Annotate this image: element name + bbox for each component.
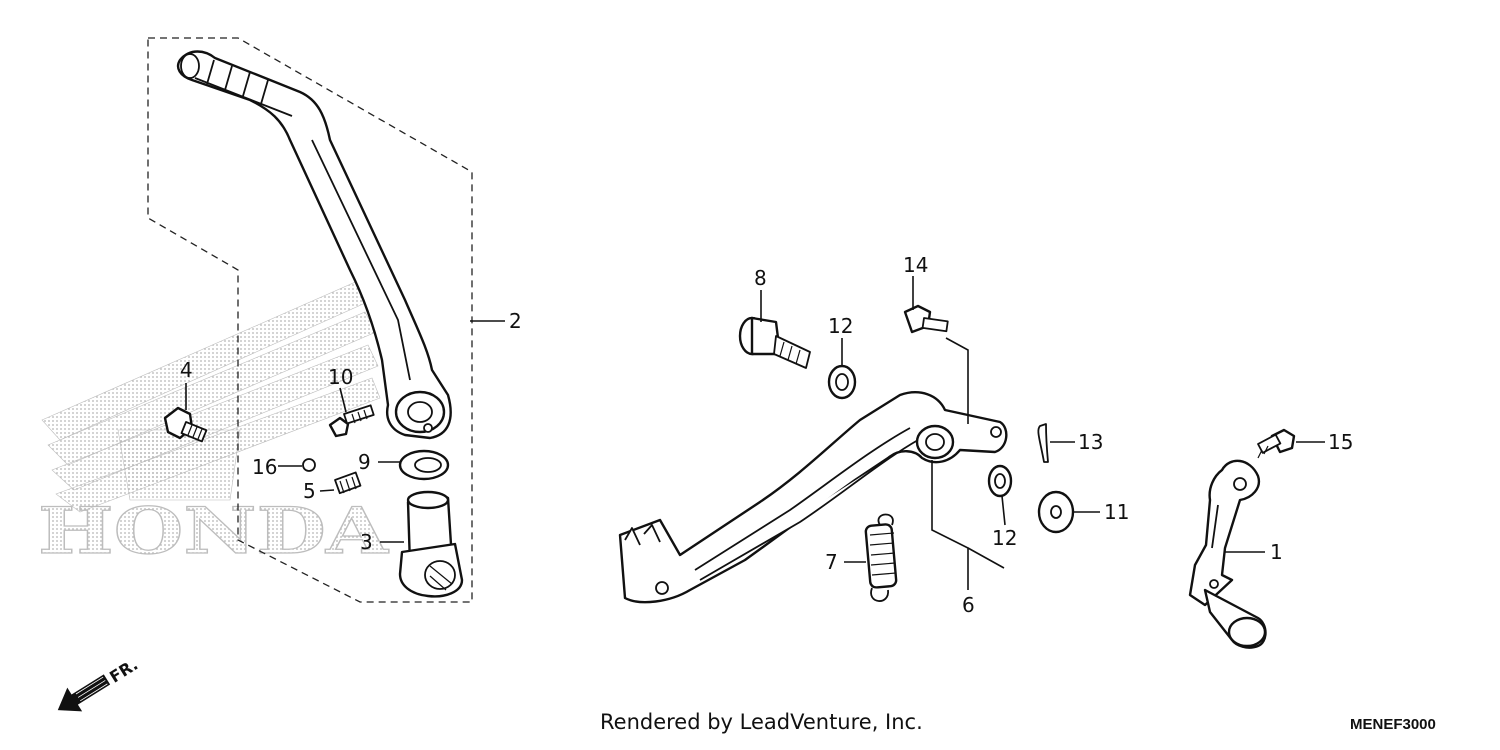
- callout-7: 7: [825, 550, 838, 574]
- callout-9: 9: [358, 450, 371, 474]
- arrow-left-icon: [57, 674, 111, 712]
- callout-6: 6: [962, 593, 975, 617]
- front-direction-arrow: FR.: [57, 655, 141, 712]
- return-spring-7: [864, 513, 898, 602]
- callout-4: 4: [180, 358, 193, 382]
- leader-lines: [185, 276, 1325, 590]
- callout-14: 14: [903, 253, 928, 277]
- honda-wordmark: HONDA: [38, 494, 390, 569]
- joint-pin-14: [903, 304, 949, 334]
- callout-10: 10: [328, 365, 353, 389]
- callout-12-lower: 12: [992, 526, 1017, 550]
- dust-seal-12-upper: [827, 364, 857, 400]
- kickstarter-assembly-outline: [147, 37, 473, 603]
- bolt-15: [1257, 428, 1296, 459]
- kickstarter-collar-3: [398, 490, 464, 598]
- callout-3: 3: [360, 530, 373, 554]
- gearshift-pedal-1: [1188, 459, 1267, 649]
- callout-13: 13: [1078, 430, 1103, 454]
- pivot-bolt-8: [738, 316, 811, 369]
- callout-8: 8: [754, 266, 767, 290]
- callout-11: 11: [1104, 500, 1129, 524]
- kickstarter-arm: [176, 50, 452, 440]
- callout-numbers: 1 2 3 4 5 6 7 8 9 10 11 12 12 13 14 15 1…: [180, 253, 1353, 617]
- cotter-pin-13: [1037, 423, 1049, 463]
- honda-watermark: HONDA: [37, 279, 390, 570]
- dust-seal-12-lower: [987, 464, 1013, 498]
- set-screw-5: [334, 471, 362, 495]
- honda-wing-logo: [41, 279, 381, 513]
- callout-2: 2: [509, 309, 522, 333]
- footer-credit: Rendered by LeadVenture, Inc.: [600, 710, 923, 734]
- washer-11: [1037, 490, 1075, 534]
- bolt-10: [328, 404, 375, 438]
- callout-15: 15: [1328, 430, 1353, 454]
- callout-16: 16: [252, 455, 277, 479]
- diagram-code: MENEF3000: [1350, 716, 1436, 733]
- callout-5: 5: [303, 479, 316, 503]
- steel-ball-16: [302, 458, 316, 472]
- flange-bolt-4: [163, 406, 208, 443]
- oil-seal-9: [398, 449, 450, 481]
- brake-pedal-6: [618, 391, 1008, 604]
- callout-12-upper: 12: [828, 314, 853, 338]
- callout-1: 1: [1270, 540, 1283, 564]
- front-label: FR.: [106, 655, 141, 687]
